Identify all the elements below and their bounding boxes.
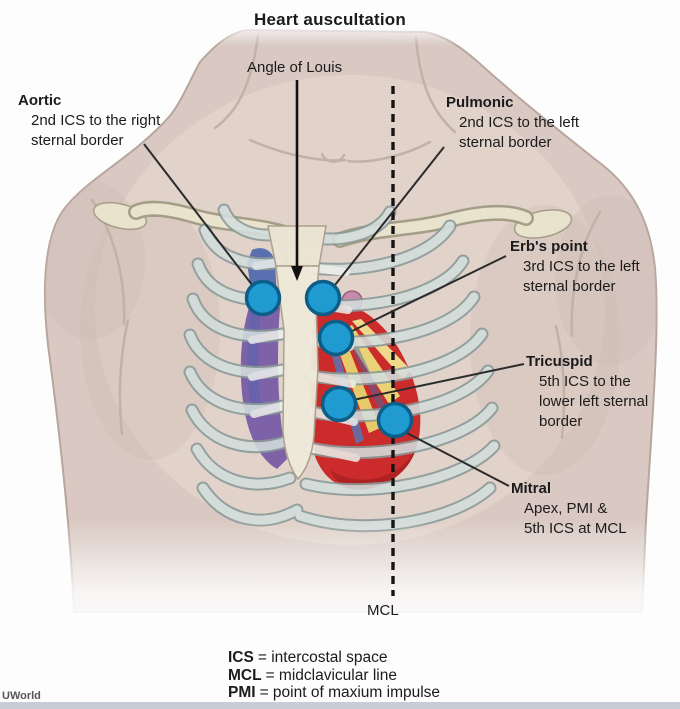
mitral-label-line: Apex, PMI & — [524, 500, 608, 517]
leader-line-aortic — [143, 143, 257, 291]
legend-abbr: ICS — [228, 649, 254, 666]
angle-of-louis-arrow — [291, 80, 303, 281]
aortic-point-marker — [244, 279, 282, 317]
tricuspid-label-line: lower left sternal — [539, 393, 649, 410]
uworld-watermark: UWorld — [2, 690, 41, 702]
tricuspid-label-line: border — [539, 413, 583, 430]
pulmonic-label-line: sternal border — [459, 134, 552, 151]
tricuspid-label-name: Tricuspid — [526, 353, 593, 370]
aortic-label-line: 2nd ICS to the right — [31, 112, 161, 129]
tricuspid-label: Tricuspid 5th ICS to the lower left ster… — [526, 352, 648, 432]
erbs-point-label-name: Erb's point — [510, 238, 588, 255]
legend-row: MCL= midclavicular line — [228, 667, 440, 685]
legend-abbr: MCL — [228, 666, 262, 684]
pulmonic-label: Pulmonic 2nd ICS to the left sternal bor… — [446, 93, 579, 153]
mcl-line-label: MCL — [367, 602, 399, 619]
legend-meaning: = intercostal space — [257, 649, 388, 666]
legend-abbr: PMI — [228, 684, 256, 701]
bottom-fade — [0, 520, 680, 650]
top-fade — [0, 0, 680, 46]
mitral-label-line: 5th ICS at MCL — [524, 520, 627, 537]
bottom-white — [0, 640, 680, 702]
tricuspid-point-marker — [320, 385, 358, 423]
abbreviation-legend: ICS= intercostal space MCL= midclavicula… — [228, 649, 440, 702]
legend-meaning: = midclavicular line — [265, 666, 397, 684]
page-title: Heart auscultation — [254, 10, 406, 29]
tricuspid-label-line: 5th ICS to the — [539, 373, 631, 390]
legend-row: ICS= intercostal space — [228, 649, 440, 667]
erbs-point-label: Erb's point 3rd ICS to the left sternal … — [510, 237, 640, 297]
mitral-label-name: Mitral — [511, 480, 552, 497]
aortic-label-line: sternal border — [31, 132, 124, 149]
mitral-point-marker — [376, 401, 414, 439]
mitral-label: Mitral Apex, PMI & 5th ICS at MCL — [511, 479, 627, 539]
aortic-label: Aortic 2nd ICS to the right sternal bord… — [18, 91, 160, 151]
aortic-label-name: Aortic — [18, 92, 62, 109]
leader-line-tricuspid — [352, 363, 525, 401]
erbs-point-label-line: sternal border — [523, 278, 616, 295]
auscultation-points — [244, 279, 414, 439]
erbs-point-label-line: 3rd ICS to the left — [523, 258, 640, 275]
leader-line-mitral — [402, 430, 510, 487]
leader-line-pulmonic — [330, 146, 445, 291]
pulmonic-label-line: 2nd ICS to the left — [459, 114, 580, 131]
legend-row: PMI= point of maxium impulse — [228, 684, 440, 702]
erbs-point-marker — [317, 319, 355, 357]
leader-lines — [143, 143, 525, 487]
angle-of-louis-label: Angle of Louis — [247, 59, 343, 76]
leader-line-erbs — [347, 255, 507, 334]
bottom-bar — [0, 702, 680, 709]
pulmonic-label-name: Pulmonic — [446, 94, 514, 111]
legend-meaning: = point of maxium impulse — [259, 684, 441, 701]
pulmonic-point-marker — [304, 279, 342, 317]
